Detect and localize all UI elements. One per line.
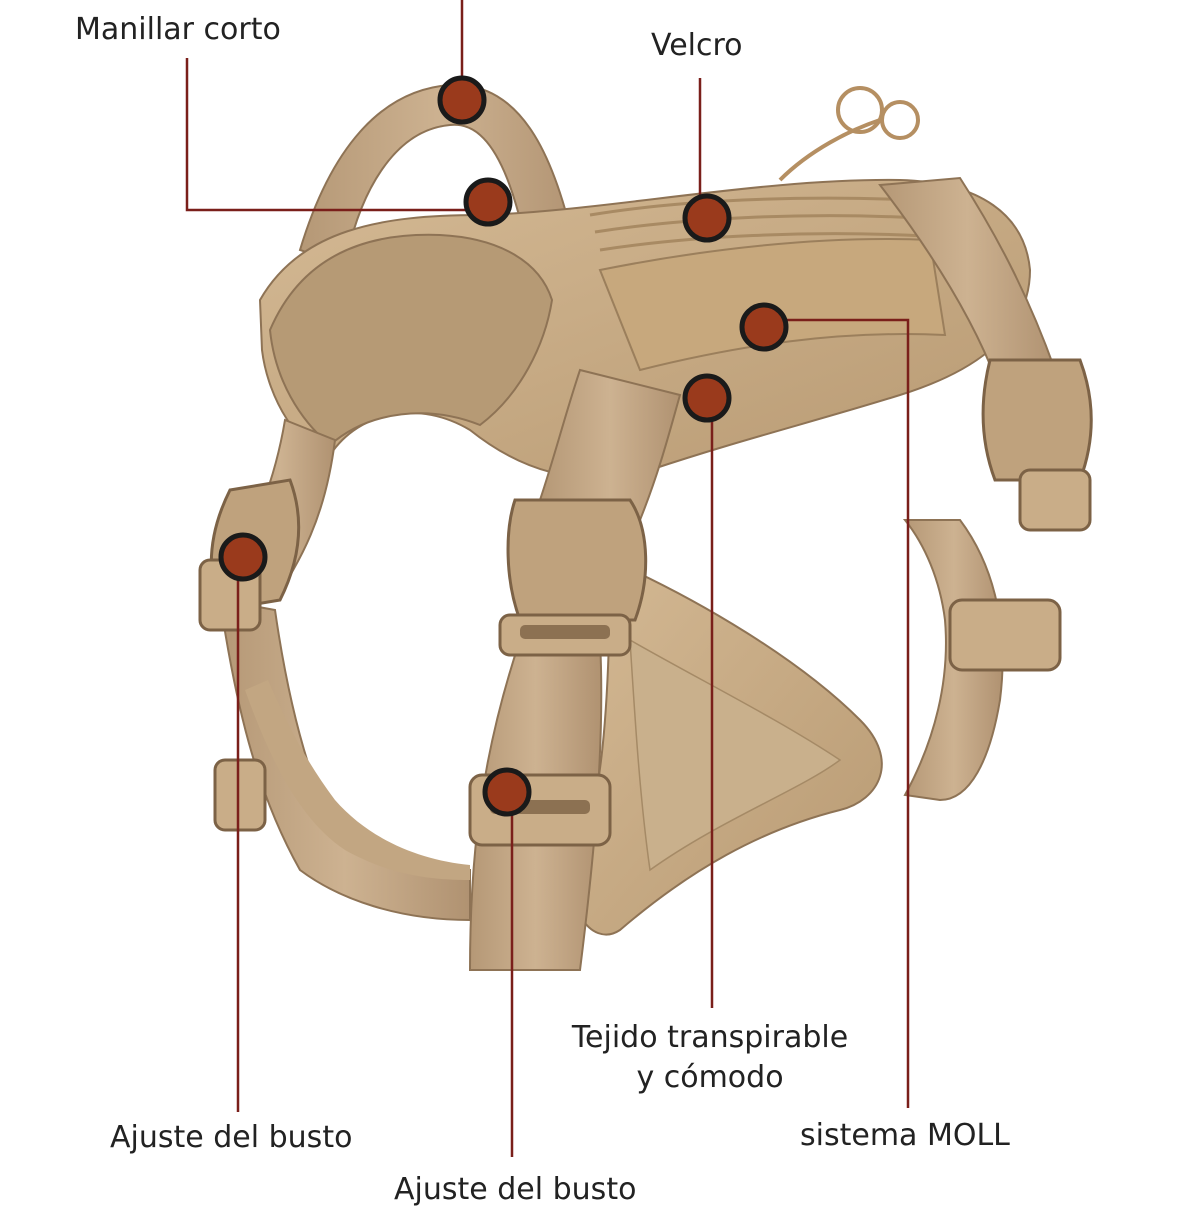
label-fabric-line1: Tejido transpirable	[571, 1020, 849, 1055]
marker-velcro	[682, 193, 732, 243]
label-fabric-line2: y cómodo	[636, 1060, 784, 1095]
marker-handle-base	[463, 177, 513, 227]
right-lower-slider	[948, 598, 1062, 672]
left-lower-slider	[213, 758, 267, 832]
marker-front-adjust	[482, 767, 532, 817]
label-bust-adjust-bottom: Ajuste del busto	[394, 1172, 637, 1207]
label-short-handle: Manillar corto	[75, 12, 281, 47]
front-buckle	[498, 498, 648, 657]
label-velcro: Velcro	[651, 28, 743, 63]
right-buckle	[981, 358, 1093, 532]
left-belly-lining	[245, 680, 470, 880]
molle-webbing-rows	[589, 196, 926, 252]
callout-markers	[218, 75, 789, 817]
label-molle-system: sistema MOLL	[800, 1118, 1010, 1153]
marker-handle-top	[437, 75, 487, 125]
marker-fabric	[682, 373, 732, 423]
callout-lines	[185, 0, 910, 1157]
marker-left-adjust	[218, 532, 268, 582]
chest-lining	[629, 638, 842, 872]
label-fabric: Tejido transpirable y cómodo	[560, 1018, 860, 1098]
bungee-cord	[778, 86, 920, 182]
marker-molle	[739, 302, 789, 352]
label-bust-adjust-left: Ajuste del busto	[110, 1120, 353, 1155]
